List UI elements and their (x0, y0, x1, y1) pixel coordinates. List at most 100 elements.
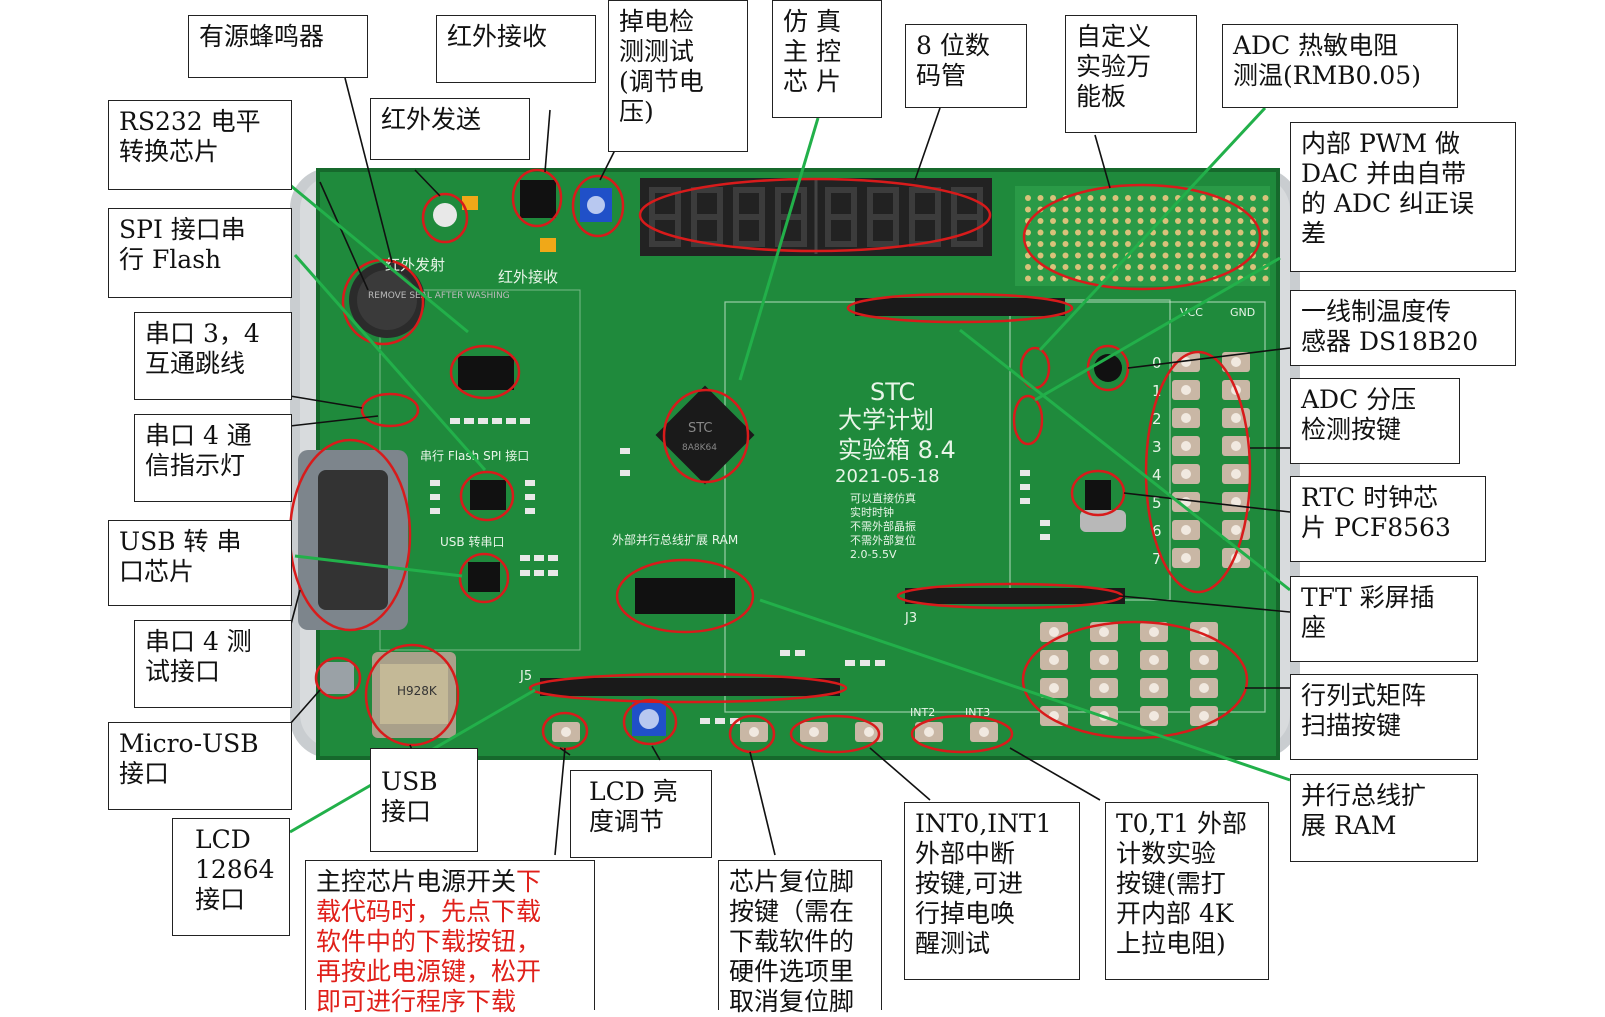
perf-hole (1237, 218, 1244, 224)
label-uart34-jumper: 串口 3，4 互通跳线 (134, 312, 292, 400)
perf-hole (1212, 229, 1219, 236)
perf-hole (1262, 241, 1269, 247)
label-text: LCD (195, 825, 251, 854)
perf-hole (1112, 252, 1119, 259)
perf-hole (1175, 264, 1181, 270)
perf-hole (1037, 275, 1044, 282)
callout-int01 (789, 714, 881, 754)
perf-hole (1200, 229, 1206, 236)
perf-hole (1187, 241, 1194, 247)
flash-chip (470, 480, 506, 510)
callout-usb (364, 643, 460, 747)
perf-hole (1262, 218, 1269, 224)
perf-hole (1050, 252, 1056, 259)
silk-int2: INT2 (910, 706, 935, 719)
perf-hole (1100, 218, 1106, 224)
j3-header (905, 588, 1125, 604)
perf-hole (1237, 252, 1244, 259)
perf-hole (1150, 206, 1156, 213)
label-text: 码管 (916, 61, 967, 90)
label-text: 行掉电唤 (915, 899, 1016, 928)
perf-hole (1087, 252, 1094, 259)
label-text: ADC 热敏电阻 (1233, 31, 1399, 60)
perf-hole (1062, 252, 1069, 259)
perf-hole (1100, 229, 1106, 236)
perf-hole (1062, 229, 1069, 236)
callout-header-top (846, 292, 1074, 324)
perf-hole (1250, 241, 1256, 247)
label-text-red: 再按此电源键，松开 (316, 957, 542, 986)
label-text: 12864 (195, 855, 275, 884)
perf-hole (1162, 229, 1169, 236)
key-row-number: 3 (1152, 438, 1162, 456)
label-text: 内部 PWM 做 (1301, 129, 1461, 158)
label-text: 信指示灯 (145, 451, 246, 480)
perf-hole (1262, 229, 1269, 236)
silk-usb: USB 转串口 (440, 534, 504, 549)
smd-part (525, 480, 535, 486)
perf-hole (1125, 241, 1131, 247)
callout-matrix (1021, 620, 1249, 740)
label-text: 按键(需打 (1116, 869, 1226, 898)
label-text: 接口 (119, 759, 170, 788)
perf-hole (1212, 264, 1219, 270)
smd-part (1020, 484, 1030, 490)
silk-note: 实时时钟 (850, 505, 894, 519)
perf-hole (1075, 241, 1081, 247)
perf-hole (1225, 206, 1231, 213)
perf-hole (1075, 195, 1081, 201)
label-text: (调节电 (619, 67, 704, 96)
smd-part (520, 418, 530, 424)
perf-hole (1050, 229, 1056, 236)
perf-hole (1037, 218, 1044, 224)
perf-hole (1037, 229, 1044, 236)
label-text: 试接口 (145, 657, 221, 686)
smd-part (620, 448, 630, 454)
label-text: 按键（需在 (729, 897, 855, 926)
key-row-number: 6 (1152, 522, 1162, 540)
smd-part (875, 660, 885, 666)
perf-hole (1225, 241, 1231, 247)
callout-rs232 (449, 344, 521, 400)
label-text: 接口 (381, 797, 432, 826)
perf-hole (1175, 206, 1181, 213)
perf-hole (1187, 218, 1194, 224)
label-text-red: 即可进行程序下载 (316, 987, 517, 1016)
label-text: USB (381, 767, 438, 796)
perf-hole (1100, 252, 1106, 259)
callout-flash (459, 470, 515, 522)
perf-hole (1175, 275, 1181, 282)
j5-header (540, 678, 840, 696)
label-text: 差 (1301, 219, 1327, 248)
digit-segment (951, 187, 983, 247)
callout-7seg (638, 177, 992, 253)
callout-adc-keys (1144, 350, 1252, 594)
perf-hole (1137, 264, 1144, 270)
callout-power-pot (571, 174, 625, 238)
key-row-number: 7 (1152, 550, 1162, 568)
label-text: LCD 亮 (589, 777, 678, 806)
perf-hole (1150, 195, 1156, 201)
label-ir-send: 红外发送 (370, 98, 530, 160)
silk-note: 不需外部晶振 (850, 519, 916, 533)
label-ds18b20: 一线制温度传 感器 DS18B20 (1290, 290, 1516, 366)
smd-part (525, 508, 535, 514)
smd-part (780, 650, 790, 656)
usb-uart-chip (468, 562, 500, 592)
smd-part (520, 570, 530, 576)
label-text: 芯片复位脚 (729, 867, 855, 896)
label-text: 自定义 (1076, 22, 1152, 51)
key-row-number: 2 (1152, 410, 1162, 428)
callout-mcu (662, 388, 750, 484)
smd-part (1040, 520, 1050, 526)
label-text: 并行总线扩 (1301, 781, 1427, 810)
perf-hole (1075, 218, 1081, 224)
perf-hole (1050, 241, 1056, 247)
perf-hole (1075, 252, 1081, 259)
label-text: 展 RAM (1301, 811, 1397, 840)
smd-part (1040, 534, 1050, 540)
label-custom-board: 自定义 实验万 能板 (1065, 15, 1197, 133)
perf-hole (1162, 275, 1169, 282)
label-text: 片 PCF8563 (1301, 513, 1451, 542)
label-text: RTC 时钟芯 (1301, 483, 1439, 512)
